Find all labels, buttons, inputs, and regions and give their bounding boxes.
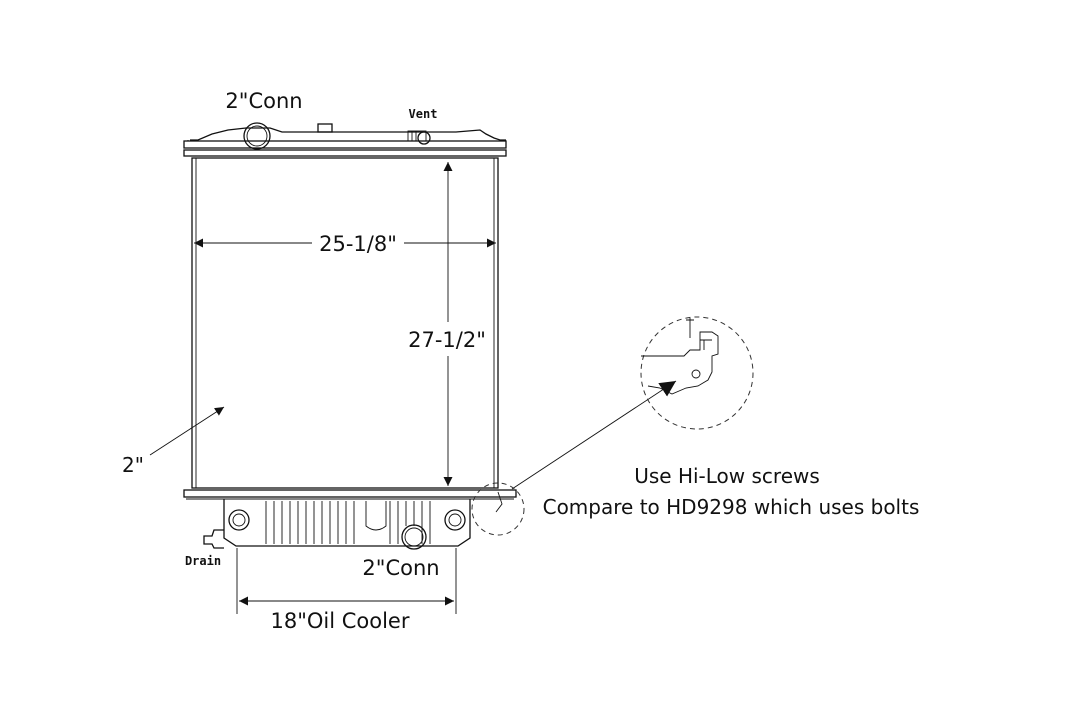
bottom-conn-label: 2"Conn [362, 556, 439, 580]
detail-circle [640, 316, 754, 430]
top-connection [243, 122, 271, 150]
top-conn-label: 2"Conn [225, 89, 302, 113]
detail-view [640, 316, 754, 430]
radiator-core [191, 157, 499, 489]
width-label: 25-1/8" [319, 232, 397, 256]
bottom-connection [401, 524, 427, 550]
top-tank [183, 123, 507, 157]
detail-leader-arrow [511, 380, 677, 490]
vent-label: Vent [409, 107, 438, 121]
vent-fitting [407, 130, 431, 145]
drain-fitting [203, 529, 224, 549]
mount-bracket [495, 491, 503, 513]
core-thickness-label: 2" [122, 453, 144, 477]
height-label: 27-1/2" [408, 328, 486, 352]
note-line-1: Use Hi-Low screws [634, 464, 820, 488]
core-thickness-leader [149, 406, 225, 456]
tank-ribs [265, 501, 431, 544]
note-line-2: Compare to HD9298 which uses bolts [543, 495, 920, 519]
oil-cooler-dimension [236, 548, 457, 614]
oil-cooler-label: 18"Oil Cooler [270, 609, 409, 633]
bottom-tank [183, 489, 517, 547]
drain-label: Drain [185, 554, 221, 568]
detail-source-circle [471, 482, 525, 536]
